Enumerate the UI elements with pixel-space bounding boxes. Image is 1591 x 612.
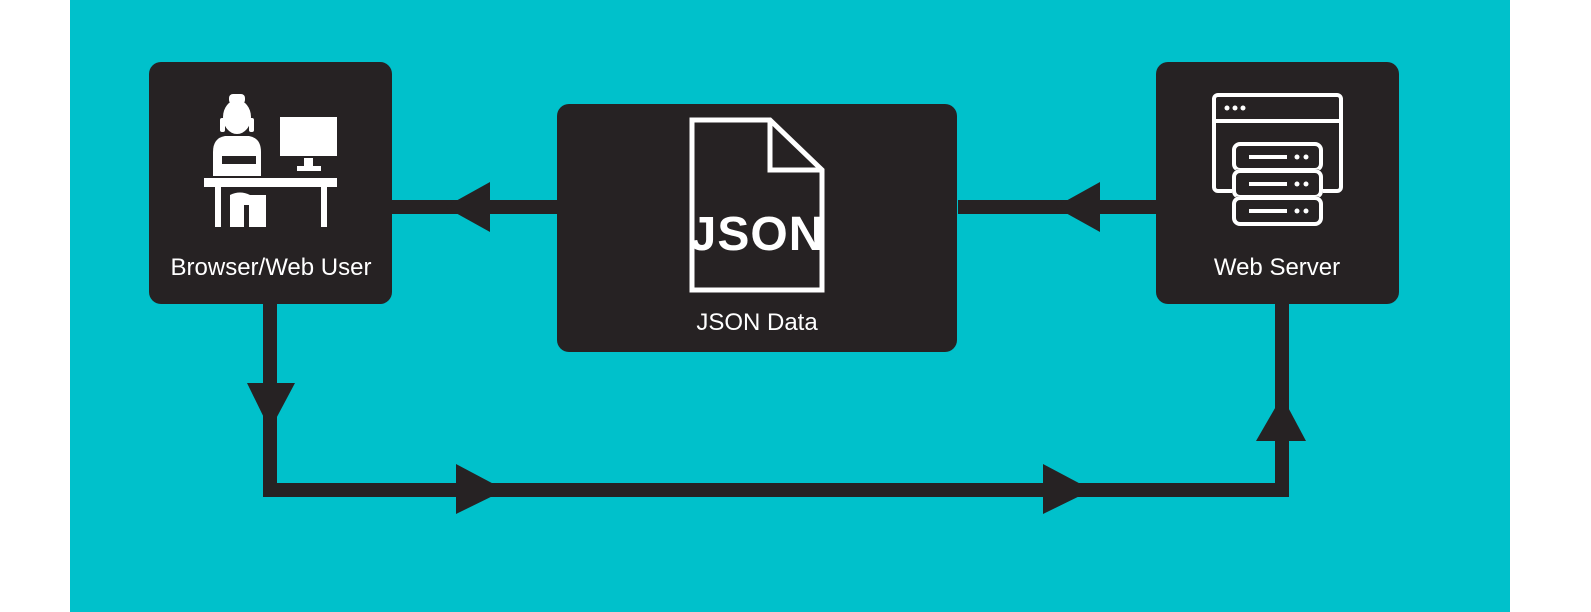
arrowhead-right-bottom-1	[456, 464, 505, 514]
json-file-icon-text: JSON	[690, 208, 825, 261]
browser-node-label: Browser/Web User	[171, 254, 372, 281]
json-file-icon: JSON	[689, 117, 825, 293]
arrowhead-right-bottom-2	[1043, 464, 1092, 514]
arrowhead-left-server-json	[1055, 182, 1100, 232]
user-at-desk-icon	[204, 94, 337, 227]
json-node-label: JSON Data	[696, 309, 818, 336]
server-node: Web Server	[1156, 62, 1399, 304]
arrowhead-up-server	[1256, 396, 1306, 441]
server-node-label: Web Server	[1214, 254, 1340, 281]
server-stack-icon	[1212, 93, 1343, 226]
browser-node: Browser/Web User	[149, 62, 392, 304]
json-node: JSON JSON Data	[557, 104, 957, 352]
arrowhead-left-json-browser	[445, 182, 490, 232]
arrowheads	[247, 182, 1306, 514]
arrowhead-down-browser	[247, 383, 295, 430]
json-node-box	[557, 104, 957, 352]
